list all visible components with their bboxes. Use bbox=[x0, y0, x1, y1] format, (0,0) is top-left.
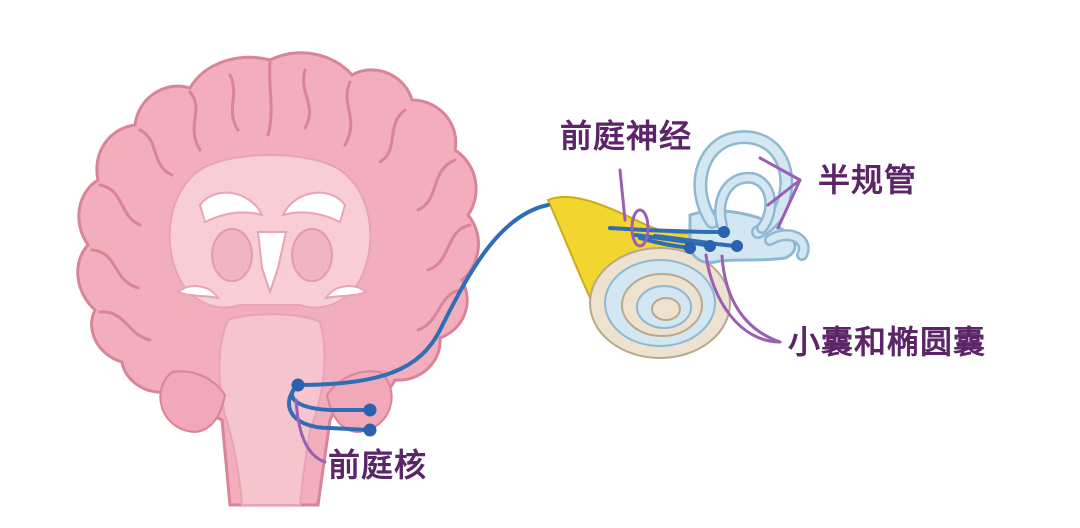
vestibular-nerve-label: 前庭神经 bbox=[560, 117, 693, 155]
nucleus-neuron-dot bbox=[363, 423, 377, 437]
inner-ear-illustration bbox=[546, 130, 810, 359]
brain-illustration bbox=[76, 51, 480, 507]
semicircular-canals bbox=[693, 130, 810, 261]
canals-leader-1 bbox=[758, 156, 802, 182]
sacs-leader-1 bbox=[704, 253, 782, 344]
sacs-leader-2 bbox=[720, 254, 782, 344]
nucleus-neuron-dot bbox=[363, 403, 377, 417]
receptor-neuron-dot bbox=[704, 240, 716, 252]
receptor-neuron-dot bbox=[718, 226, 730, 238]
cochlea bbox=[589, 247, 731, 359]
receptor-neuron-dot bbox=[684, 242, 696, 254]
receptor-neuron-dot bbox=[731, 240, 743, 252]
nuclei-leader bbox=[294, 398, 327, 464]
neuron-terminals bbox=[291, 226, 743, 437]
semicircular-canals-label: 半规管 bbox=[818, 161, 918, 199]
vestibular-nerve-path bbox=[296, 203, 550, 387]
nerve-leader bbox=[618, 168, 627, 222]
nucleus-neuron-dot bbox=[291, 378, 305, 392]
canals-leader-3 bbox=[776, 178, 802, 230]
brainstem bbox=[218, 313, 326, 506]
vestibular-nuclei-label: 前庭核 bbox=[328, 446, 428, 484]
canals-leader-2 bbox=[766, 178, 802, 207]
saccule-utricle-label: 小囊和椭圆囊 bbox=[788, 323, 987, 361]
leader-lines bbox=[294, 156, 802, 464]
nerve-ring bbox=[630, 208, 650, 248]
